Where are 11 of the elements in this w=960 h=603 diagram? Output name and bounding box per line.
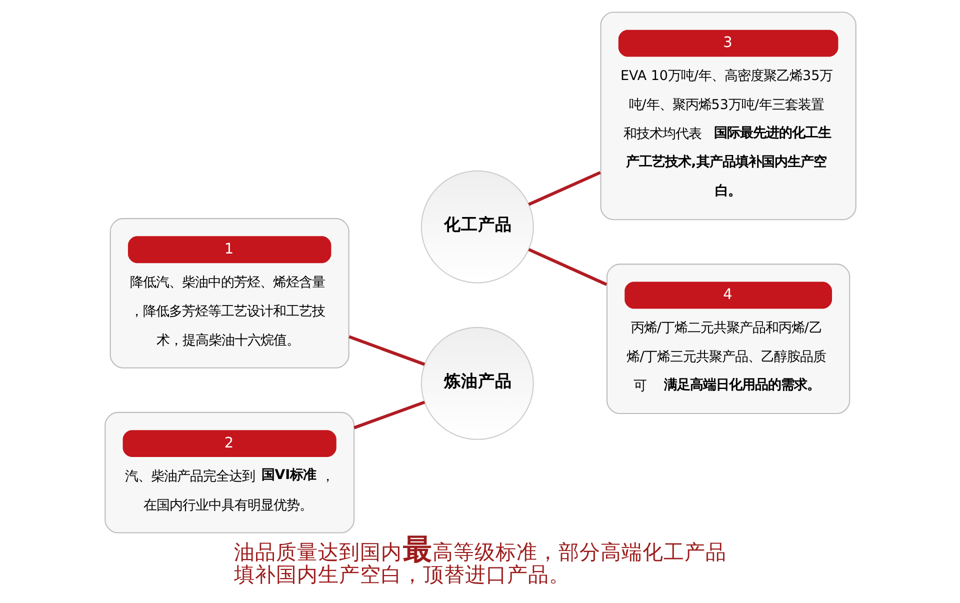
connector [528, 248, 607, 286]
node-box: 1 降低汽、柴油中的芳烃、烯烃含量，降低多芳烃等工艺设计和工艺技术，提高柴油十六烷值。 [109, 218, 349, 368]
node-box: 3 EVA 10万吨/年、高密度聚乙烯35万吨/年、聚丙烯53万吨/年三套装置和技术均代表国际最先进的化工生产工艺技术,其产品填补国内生产空白。 [600, 12, 856, 220]
connector [528, 171, 600, 206]
node-circle: 炼油产品 [420, 326, 534, 440]
node-circle: 化工产品 [420, 170, 534, 284]
caption: 油品质量达到国内最高等级标准，部分高端化工产品填补国内生产空白，顶替进口产品。 [234, 532, 726, 586]
node-box: 4 丙烯/丁烯二元共聚产品和丙烯/乙烯/丁烯三元共聚产品、乙醇胺品质可满足高端日化用品的需求。 [606, 264, 850, 414]
node-box: 2 汽、柴油产品完全达到国VI标准，在国内行业中具有明显优势。 [104, 412, 354, 534]
connector [353, 400, 425, 430]
connector [348, 335, 425, 366]
